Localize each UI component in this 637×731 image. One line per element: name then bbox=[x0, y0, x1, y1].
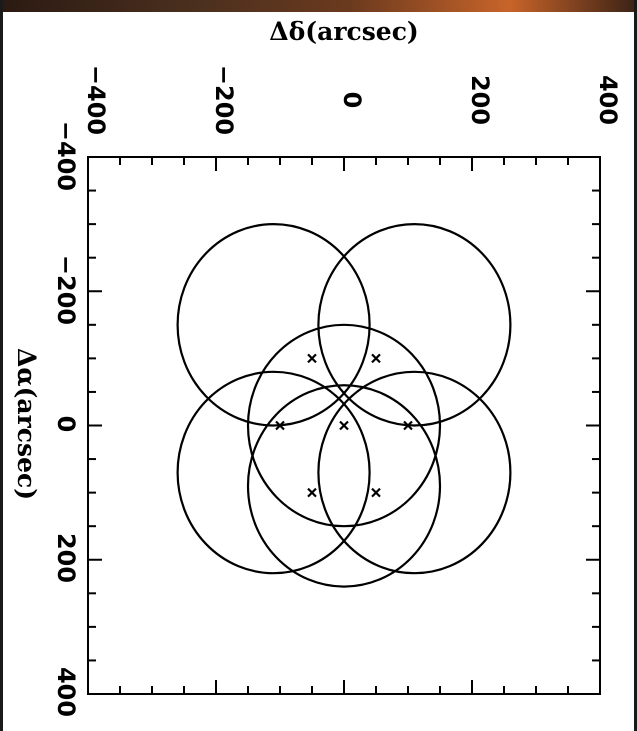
x-tick-label-2: 0 bbox=[52, 416, 80, 433]
marker-stroke bbox=[307, 487, 317, 498]
left-frame-edge bbox=[0, 0, 3, 731]
marker-stroke bbox=[371, 487, 381, 498]
marker-stroke bbox=[371, 353, 381, 364]
footprint-circle-2 bbox=[176, 223, 371, 427]
footprint-circle-4 bbox=[176, 370, 371, 575]
footprint-circle-3 bbox=[317, 370, 512, 575]
x-tick-label-3: 200 bbox=[52, 533, 80, 583]
y-tick-label-0: −400 bbox=[82, 65, 110, 135]
y-axis-label: Δδ(arcsec) bbox=[269, 17, 419, 46]
footprint-circle-5 bbox=[246, 384, 442, 588]
x-tick-labels: −400 −200 0 200 400 bbox=[52, 121, 80, 717]
footprint-circles bbox=[176, 223, 512, 588]
pointing-marker-0 bbox=[339, 420, 349, 431]
y-tick-label-2: 0 bbox=[338, 92, 366, 109]
footprint-circle-0 bbox=[246, 323, 442, 528]
x-tick-label-4: 400 bbox=[52, 667, 80, 717]
ticks bbox=[87, 156, 601, 695]
pointing-marker-5 bbox=[371, 353, 381, 364]
y-tick-label-3: 200 bbox=[466, 75, 494, 125]
marker-stroke bbox=[307, 353, 317, 364]
y-tick-label-4: 400 bbox=[594, 75, 622, 125]
pointing-marker-2 bbox=[275, 420, 285, 431]
footprint-circle-1 bbox=[317, 223, 512, 427]
background-photo-strip bbox=[0, 0, 637, 12]
pointing-marker-6 bbox=[307, 353, 317, 364]
pointing-markers bbox=[275, 353, 413, 498]
pointing-marker-3 bbox=[371, 487, 381, 498]
pointing-marker-4 bbox=[307, 487, 317, 498]
x-tick-label-1: −200 bbox=[52, 255, 80, 325]
x-axis-label: Δα(arcsec) bbox=[12, 348, 41, 500]
y-tick-label-1: −200 bbox=[210, 65, 238, 135]
marker-stroke bbox=[339, 420, 349, 431]
right-frame-edge bbox=[634, 0, 637, 731]
pointing-marker-1 bbox=[403, 420, 413, 431]
marker-stroke bbox=[275, 420, 285, 431]
x-tick-label-0: −400 bbox=[52, 121, 80, 191]
y-tick-labels: −400 −200 0 200 400 bbox=[82, 65, 622, 135]
marker-stroke bbox=[403, 420, 413, 431]
